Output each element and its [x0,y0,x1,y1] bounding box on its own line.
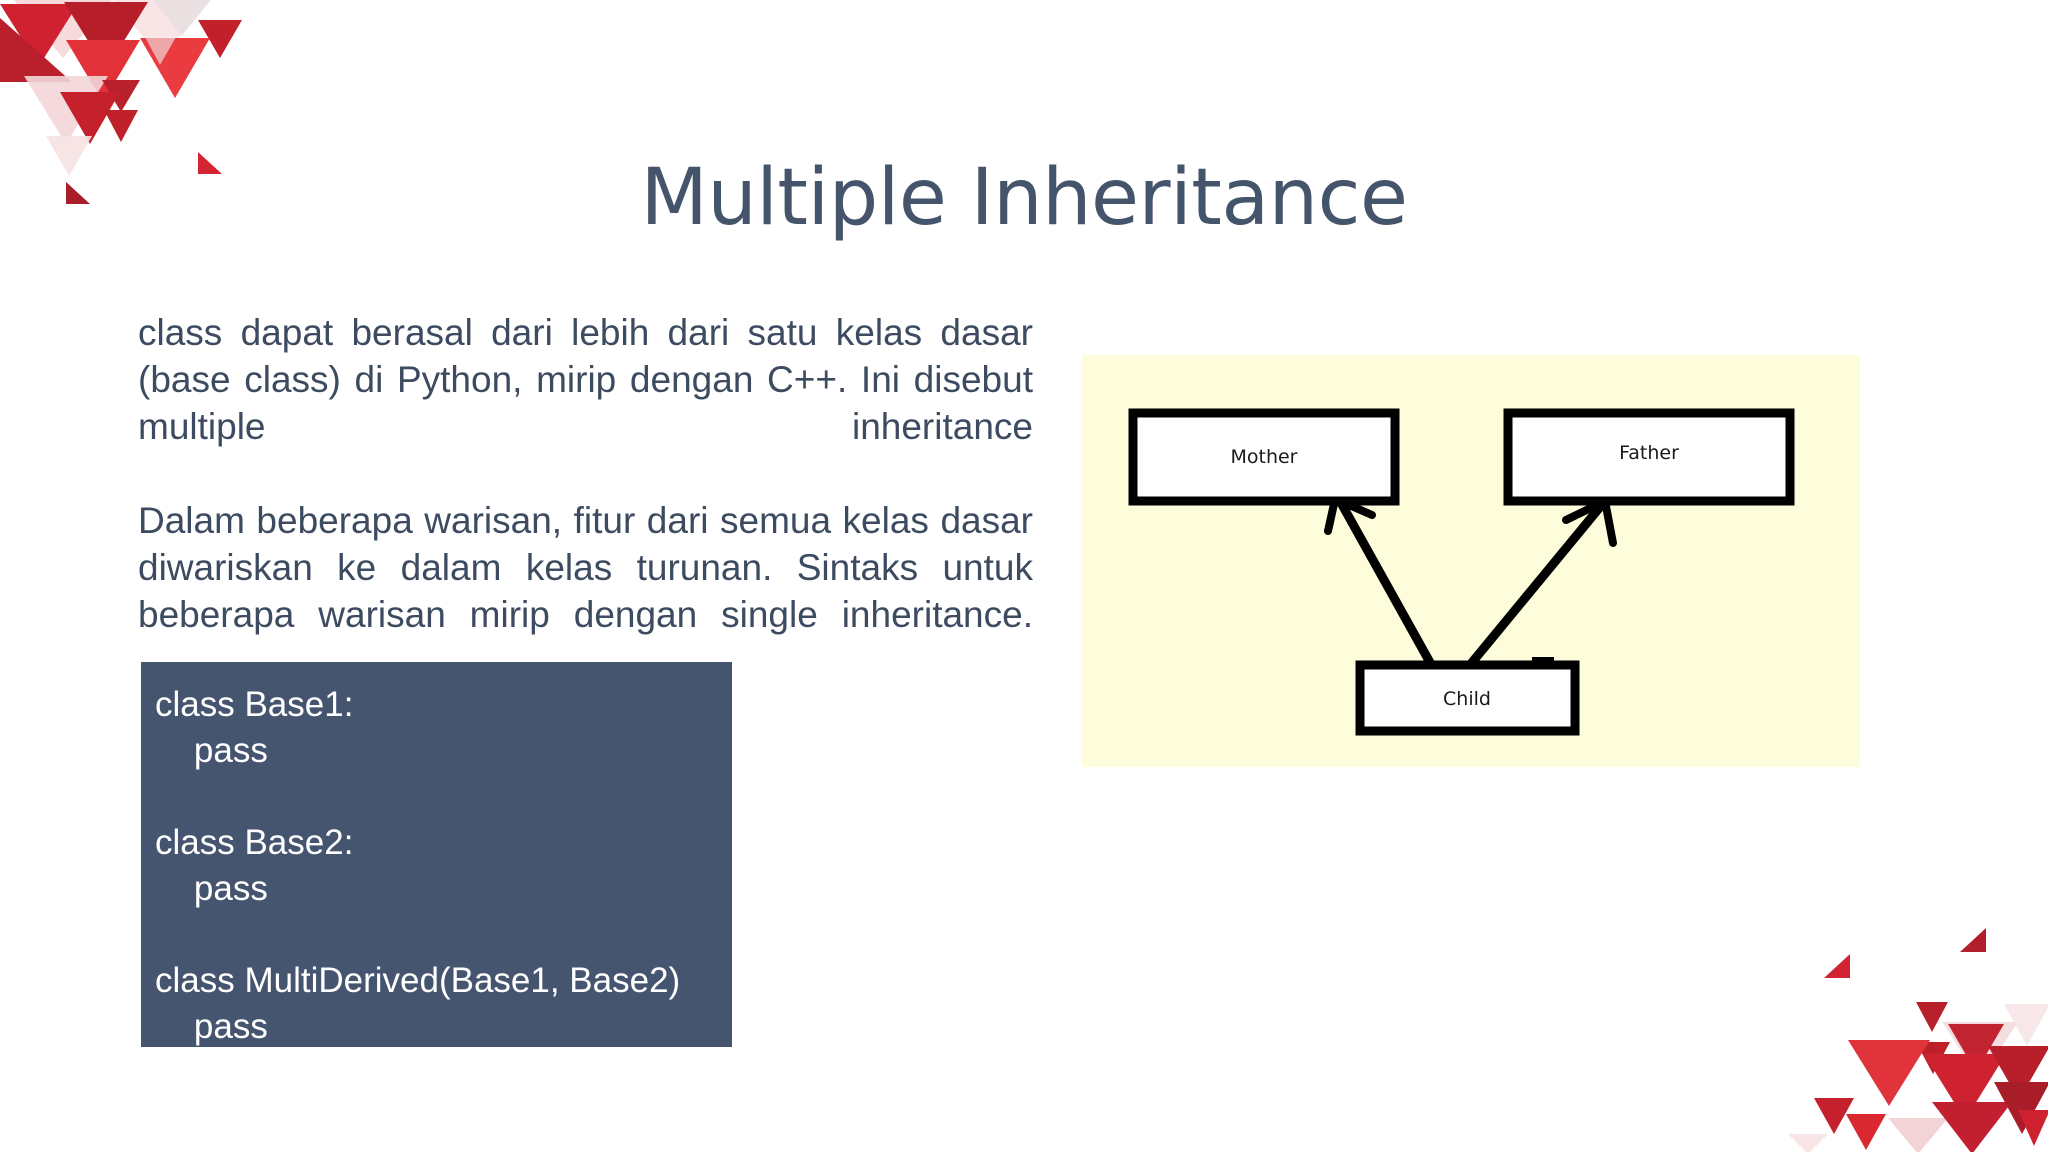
diagram-node-father-label: Father [1619,442,1679,464]
code-block: class Base1: pass class Base2: pass clas… [141,662,732,1047]
page-title: Multiple Inheritance [640,153,1408,243]
code-listing: class Base1: pass class Base2: pass clas… [155,685,681,1046]
diagram-node-mother: Mother [1128,408,1400,506]
inheritance-diagram: Mother Father Child [1128,408,1795,736]
body-paragraph-1: class dapat berasal dari lebih dari satu… [138,312,1033,447]
edge-child-to-father [1456,497,1617,680]
edge-child-to-mother [1324,491,1441,678]
diagram-node-child: Child [1355,660,1580,736]
triangle-cluster-bottom-right-icon [1788,928,2048,1152]
body-text-block: class dapat berasal dari lebih dari satu… [138,309,1033,685]
diagram-node-father: Father [1503,408,1795,506]
body-paragraph-2: Dalam beberapa warisan, fitur dari semua… [138,500,1033,635]
diagram-node-mother-label: Mother [1230,446,1297,468]
inheritance-diagram-panel: Mother Father Child [1082,355,1860,767]
diagram-node-child-label: Child [1443,688,1491,710]
